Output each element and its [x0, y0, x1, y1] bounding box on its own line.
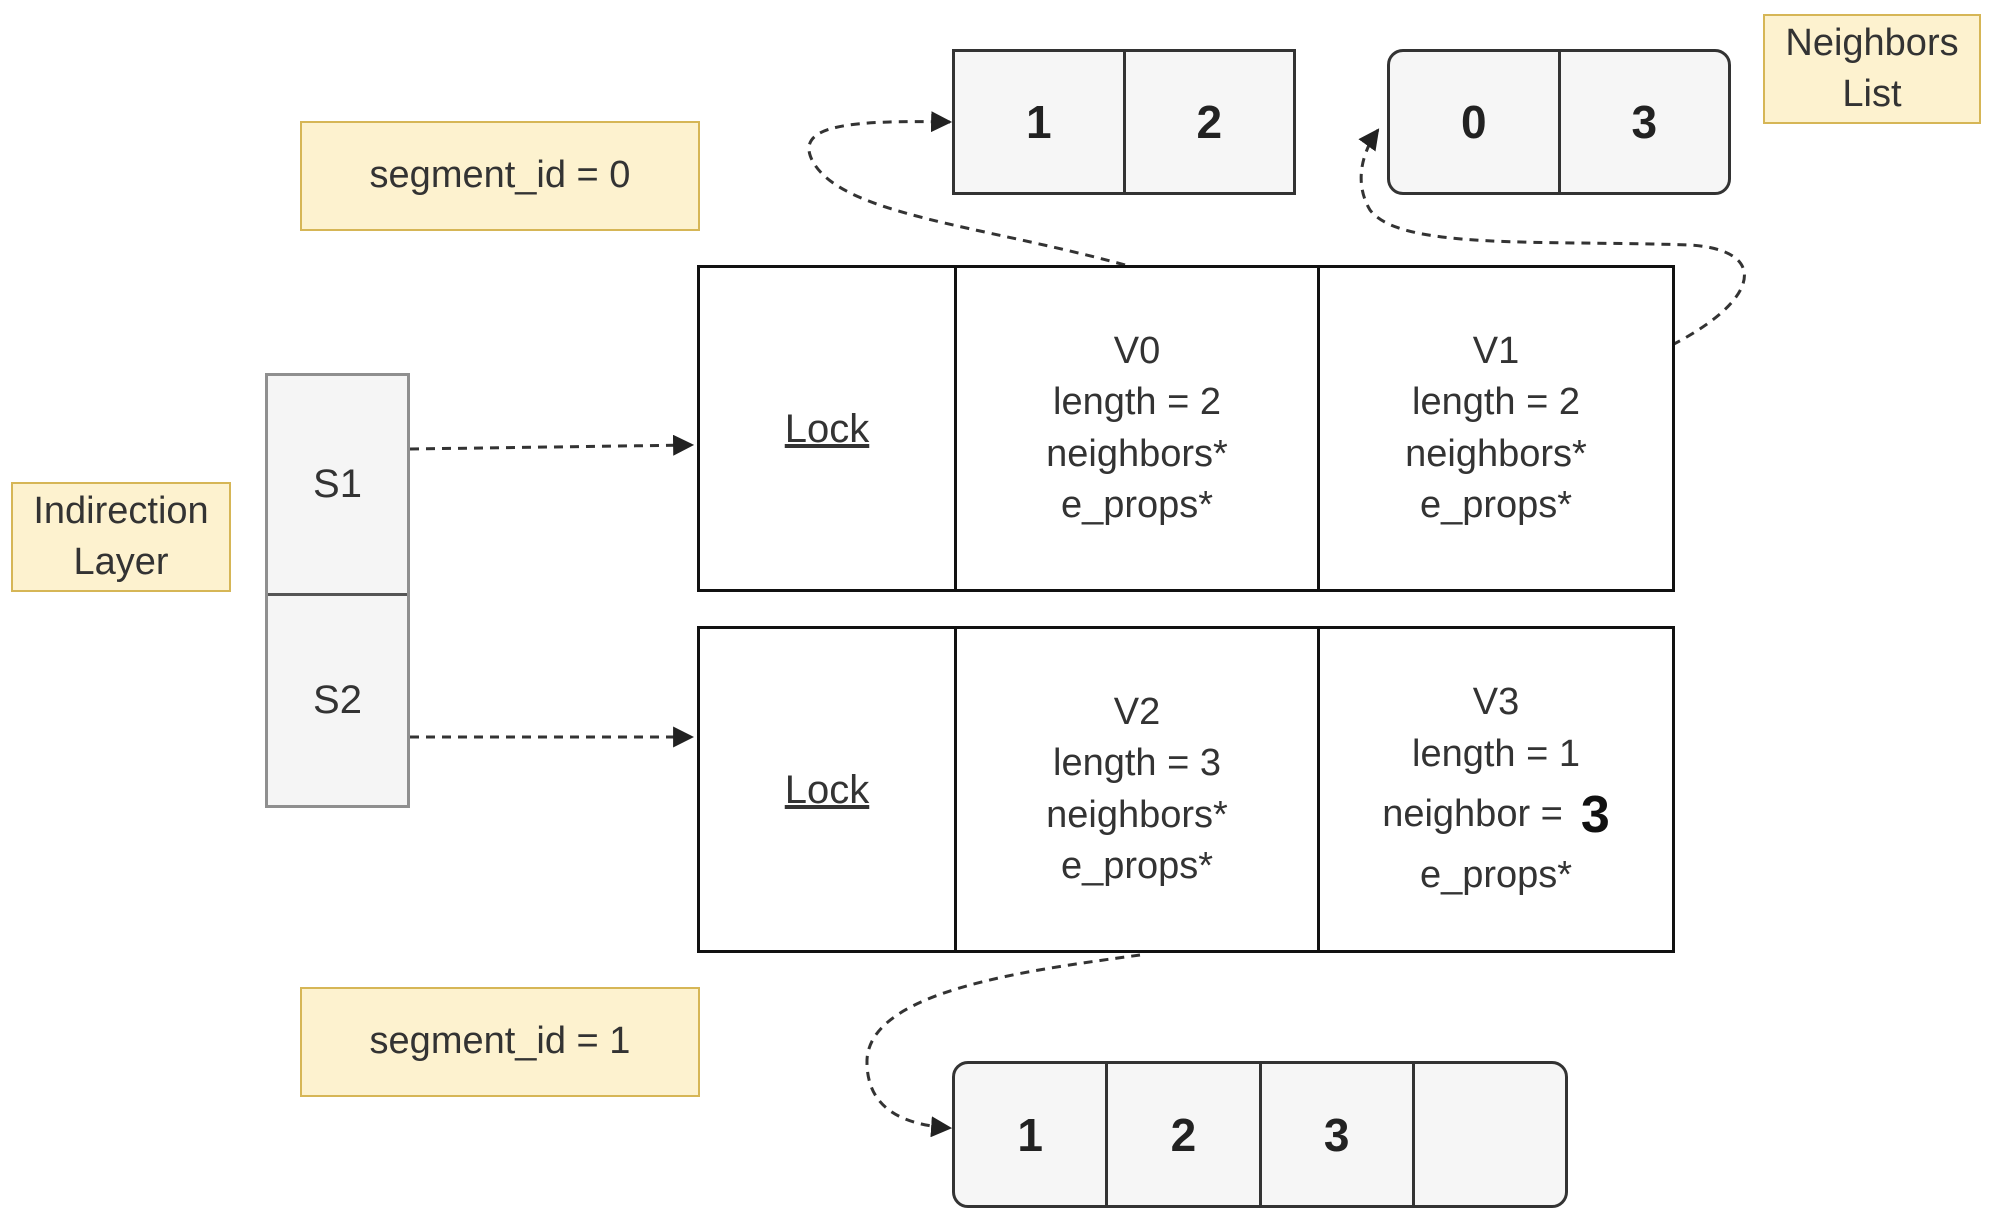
vertex-length: length = 3 [1053, 742, 1221, 785]
segment-0: Lock V0 length = 2 neighbors* e_props* V… [697, 265, 1675, 592]
vertex-v3: V3 length = 1 neighbor = 3 e_props* [1317, 629, 1672, 950]
neighbor-list-v0: 1 2 [952, 49, 1296, 195]
vertex-props: e_props* [1419, 483, 1573, 526]
vertex-neighbors: neighbors* [1405, 432, 1587, 475]
segment-id-0-text: segment_id = 0 [369, 154, 631, 197]
vertex-props: e_props* [1060, 844, 1214, 887]
segment-id-0-note: segment_id = 0 [300, 121, 700, 231]
segment-0-lock-cell: Lock [700, 268, 954, 589]
segment-1: Lock V2 length = 3 neighbors* e_props* V… [697, 626, 1675, 953]
vertex-props: e_props* [1060, 483, 1214, 526]
vertex-name: V2 [1113, 690, 1161, 733]
neighbors-list-note: Neighbors List [1763, 14, 1981, 124]
segment-1-lock-cell: Lock [700, 629, 954, 950]
segment-0-lock: Lock [784, 406, 870, 451]
vertex-length: length = 2 [1412, 381, 1580, 424]
indirection-note-line-1: Indirection [33, 489, 209, 532]
indirection-slot-s2: S2 [268, 596, 407, 805]
vertex-v0: V0 length = 2 neighbors* e_props* [954, 268, 1317, 589]
indirection-slot-s1: S1 [268, 376, 407, 596]
neighbor-cell: 0 [1460, 96, 1487, 148]
segment-id-1-text: segment_id = 1 [369, 1020, 631, 1063]
vertex-length: length = 1 [1412, 732, 1580, 775]
neighbor-cell: 1 [1025, 96, 1052, 148]
segment-id-1-note: segment_id = 1 [300, 987, 700, 1097]
neighbor-cell: 2 [1122, 52, 1294, 192]
vertex-name: V3 [1472, 681, 1520, 724]
neighbor-list-v1: 0 3 [1387, 49, 1731, 195]
neighbor-cell: 3 [1557, 52, 1729, 192]
vertex-length: length = 2 [1053, 381, 1221, 424]
vertex-neighbor-label: neighbor = [1382, 793, 1563, 836]
vertex-neighbors: neighbors* [1046, 432, 1228, 475]
vertex-v1: V1 length = 2 neighbors* e_props* [1317, 268, 1672, 589]
vertex-neighbor-value: 3 [1580, 786, 1610, 845]
slot-s1-label: S1 [313, 462, 362, 506]
neighbor-cell: 3 [1258, 1064, 1412, 1205]
indirection-note-line-2: Layer [73, 541, 169, 583]
arrow-v0-to-neighbors [807, 111, 1126, 267]
slot-s2-label: S2 [313, 678, 362, 722]
neighbor-cell: 1 [1017, 1108, 1043, 1161]
vertex-neighbor-row: neighbor = 3 [1382, 780, 1610, 850]
indirection-layer-note: Indirection Layer [11, 482, 231, 592]
neighbors-note-line-1: Neighbors [1785, 21, 1959, 64]
neighbors-note-line-2: List [1842, 73, 1902, 115]
vertex-neighbors: neighbors* [1046, 793, 1228, 836]
vertex-name: V1 [1472, 329, 1520, 372]
arrow-v2-to-neighbors [865, 953, 1141, 1138]
vertex-name: V0 [1113, 329, 1161, 372]
vertex-props: e_props* [1419, 854, 1573, 897]
neighbor-cell-empty [1411, 1064, 1565, 1205]
indirection-layer: S1 S2 [265, 373, 410, 808]
arrow-v1-to-neighbors [1358, 128, 1746, 347]
neighbor-list-v2: 1 2 3 [952, 1061, 1568, 1208]
vertex-v2: V2 length = 3 neighbors* e_props* [954, 629, 1317, 950]
segment-1-lock: Lock [784, 767, 870, 812]
arrow-s1-to-segment0 [409, 434, 695, 456]
neighbor-cell: 2 [1105, 1064, 1258, 1205]
